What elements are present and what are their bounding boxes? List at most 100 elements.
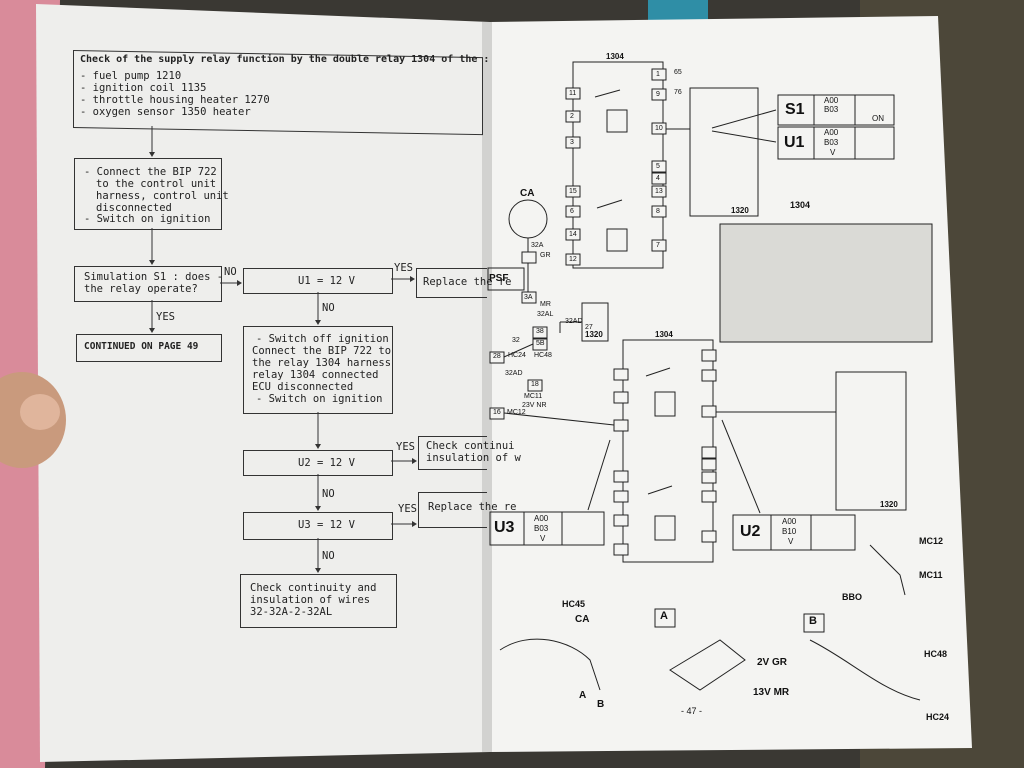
wire-label: 38: [536, 328, 544, 335]
continued-box: [76, 334, 222, 362]
u1-diagram-label: U1: [784, 134, 805, 151]
u2-code-2: B10: [782, 527, 797, 536]
final-check-line-3: 32-32A-2-32AL: [250, 606, 333, 618]
a-lower-label: A: [579, 690, 587, 701]
wire-label: 32AD: [565, 318, 583, 325]
pin-label: 14: [569, 231, 577, 238]
simulation-box: [74, 266, 222, 302]
pin-label: 4: [656, 175, 660, 182]
u1-code-3: V: [830, 148, 836, 157]
check-box-1: [418, 436, 487, 470]
connect-line-3: harness, control unit: [96, 190, 229, 202]
ca-label: CA: [520, 188, 535, 199]
wire-label: 5B: [536, 340, 545, 347]
hc24-label: HC24: [926, 712, 950, 722]
wire-label: MC12: [507, 409, 526, 416]
wire-label: 32: [512, 337, 520, 344]
pin-label: 76: [674, 89, 682, 96]
u1-text: U1 = 12 V: [298, 275, 355, 287]
heading-item-1: - fuel pump 1210: [80, 70, 182, 82]
pin-label: 65: [674, 69, 682, 76]
relay-top-label: 1304: [606, 52, 624, 61]
hc48-label: HC48: [924, 649, 948, 659]
yes-u2-label: YES: [396, 441, 415, 453]
wire-label: MR: [540, 301, 551, 308]
u3-code-2: B03: [534, 524, 549, 533]
continued-text: CONTINUED ON PAGE 49: [84, 341, 199, 352]
s1-code-2: B03: [824, 105, 839, 114]
replace-text-2: Replace the re: [428, 501, 517, 513]
pin-label: 11: [569, 90, 577, 97]
final-check-line-2: insulation of wires: [250, 594, 371, 606]
no-u2-label: NO: [322, 488, 335, 500]
connect-line-1: - Connect the BIP 722: [84, 166, 217, 178]
switch-off-line-5: ECU disconnected: [252, 381, 354, 393]
pin-label: 7: [656, 242, 660, 249]
ecu-top-label: 1320: [731, 206, 749, 215]
yes-u1-label: YES: [394, 262, 413, 274]
photo-label: 1304: [790, 200, 811, 210]
switch-off-line-6: - Switch on ignition: [256, 393, 383, 405]
u1-code-1: A00: [824, 128, 839, 137]
u2-code-3: V: [788, 537, 794, 546]
connect-line-2: to the control unit: [96, 178, 217, 190]
s1-label: S1: [785, 101, 805, 118]
pin-label: 15: [569, 188, 577, 195]
replace-box-1: [416, 268, 487, 298]
u3-diagram-label: U3: [494, 519, 515, 536]
v13mr-label: 13V MR: [753, 687, 790, 698]
u2-diagram-label: U2: [740, 523, 761, 540]
yes-label-1: YES: [156, 311, 175, 323]
wire-label: 32A: [531, 242, 544, 249]
small-1320-label: 1320: [585, 330, 603, 339]
final-check-box: [240, 574, 397, 628]
pin-label: 13: [655, 188, 663, 195]
pin-label: 10: [655, 125, 663, 132]
heading-title: Check of the supply relay function by th…: [80, 54, 490, 65]
wire-label: 28: [493, 353, 501, 360]
switch-off-line-2: Connect the BIP 722 to: [252, 345, 392, 357]
yes-u3-label: YES: [398, 503, 417, 515]
switch-off-line-4: relay 1304 connected: [252, 369, 379, 381]
u3-text: U3 = 12 V: [298, 519, 355, 531]
wire-label: HC24: [508, 352, 526, 359]
wire-label: 23V NR: [522, 402, 547, 409]
check-line-2: insulation of w: [426, 452, 521, 464]
pin-label: 3: [570, 139, 574, 146]
switch-off-line-1: - Switch off ignition: [256, 333, 389, 345]
wire-label: HC48: [534, 352, 552, 359]
b-lower-label: B: [597, 699, 605, 710]
pin-label: 12: [569, 256, 577, 263]
no-u3-label: NO: [322, 550, 335, 562]
switch-off-line-3: the relay 1304 harness: [252, 357, 392, 369]
pin-label: 6: [570, 208, 574, 215]
wire-label: 32AL: [537, 311, 554, 318]
psf-label: PSF: [489, 273, 509, 284]
bbo-label: BBO: [842, 592, 862, 602]
relay-bottom-label: 1304: [655, 330, 673, 339]
pin-label: 1: [656, 71, 660, 78]
a-box-label: A: [660, 610, 668, 622]
ecu-bottom-label: 1320: [880, 500, 898, 509]
page-number: - 47 -: [681, 706, 703, 716]
pin-label: 8: [656, 208, 660, 215]
u2-text: U2 = 12 V: [298, 457, 355, 469]
wire-label: 18: [531, 381, 539, 388]
no-label-1: NO: [224, 266, 237, 278]
final-check-line-1: Check continuity and: [250, 582, 377, 594]
wire-label: MC11: [524, 393, 543, 400]
u3-code-1: A00: [534, 514, 549, 523]
connect-step-box: [74, 158, 222, 230]
b-box-label: B: [809, 615, 817, 627]
heading-item-3: - throttle housing heater 1270: [80, 94, 270, 106]
hc45-label: HC45: [562, 599, 586, 609]
ca-lower-label: CA: [575, 614, 590, 625]
check-line-1: Check continui: [426, 440, 515, 452]
heading-item-2: - ignition coil 1135: [80, 82, 207, 94]
connect-line-5: - Switch on ignition: [84, 213, 211, 225]
u2-code-1: A00: [782, 517, 797, 526]
connect-line-4: disconnected: [96, 202, 172, 214]
wire-label: 16: [493, 409, 501, 416]
